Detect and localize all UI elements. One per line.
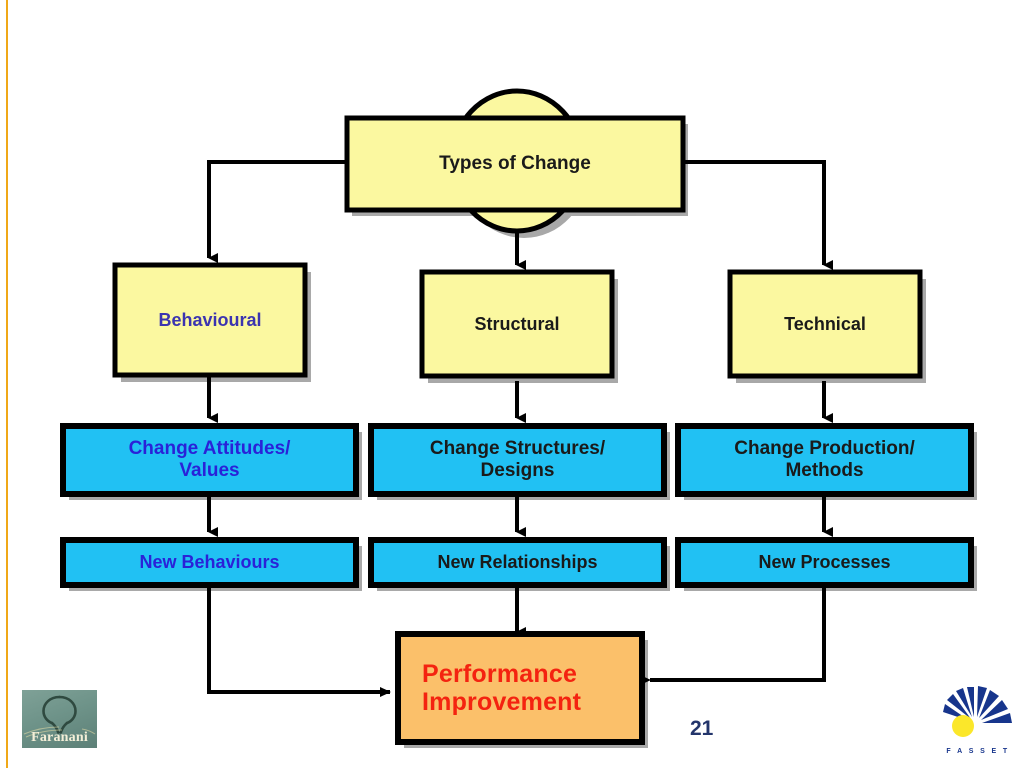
connector-newprocesses-to-performance [640,585,826,685]
connector-newbehaviours-to-performance [207,585,391,697]
faranani-mark-icon [23,695,96,738]
fasset-sun-icon [952,715,974,737]
node-change-structures-designs [368,423,667,497]
page-number: 21 [690,717,714,740]
node-structural [419,269,615,379]
node-technical [727,269,923,379]
connector-title-to-behavioural [207,160,347,263]
connectors [207,160,833,697]
fasset-logo: F A S S E T [941,683,1015,755]
fasset-wordmark: F A S S E T [946,748,1010,755]
node-new-behaviours [60,537,359,588]
node-change-production-methods [675,423,974,497]
node-types-of-change [344,115,686,213]
node-behavioural [112,262,308,378]
connector-title-to-technical [683,160,833,270]
node-change-attitudes-values [60,423,359,497]
faranani-logo: Faranani [22,690,97,748]
node-performance-improvement [395,631,645,745]
fasset-sunburst-icon [943,686,1012,737]
faranani-wordmark: Faranani [31,730,88,745]
node-new-processes [675,537,974,588]
node-new-relationships [368,537,667,588]
left-accent-rule [6,0,8,768]
